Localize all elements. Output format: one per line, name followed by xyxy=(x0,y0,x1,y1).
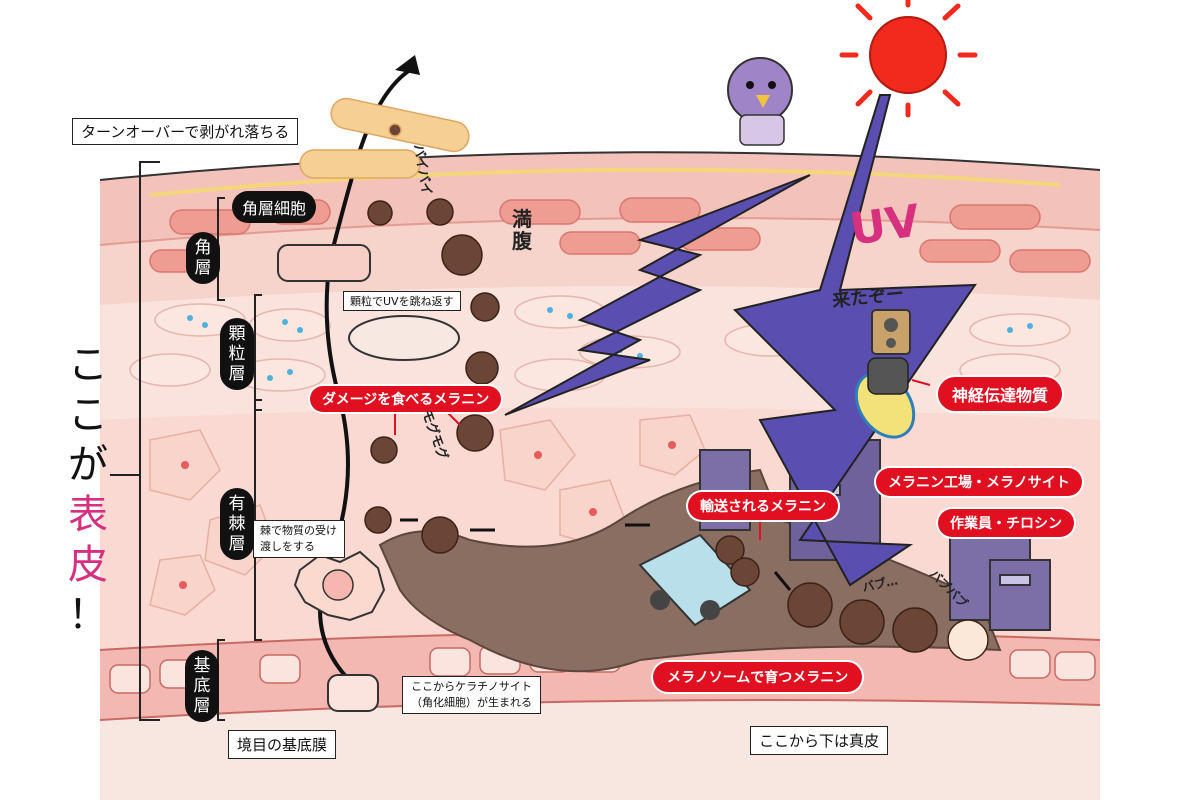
melanin-eating-label: ダメージを食べるメラニン xyxy=(310,386,502,412)
dermis-below-label: ここから下は真皮 xyxy=(750,726,889,755)
corneocyte-character xyxy=(277,244,371,282)
melanin-granules xyxy=(364,198,989,661)
epidermis-bracket xyxy=(139,161,160,721)
layer-corneum-label: 角層 xyxy=(186,232,220,284)
title-line1: ここが xyxy=(68,342,108,488)
shedding-cells xyxy=(299,97,470,179)
bird-character xyxy=(727,57,793,146)
melanin-melanosome-label: メラノソームで育つメラニン xyxy=(653,662,863,692)
corneocyte-label: 角層細胞 xyxy=(232,191,317,223)
lightning-small-icon xyxy=(504,174,811,416)
epidermis-title: ここが 表皮 ！ xyxy=(60,340,116,640)
layer-basale-label: 基底層 xyxy=(185,650,219,722)
title-tail: ！ xyxy=(68,592,108,638)
basal-character xyxy=(327,674,379,712)
transported-melanin-label: 輸送されるメラニン xyxy=(688,492,838,520)
keratinocyte-origin-label: ここからケラチノサイト （角化細胞）が生まれる xyxy=(402,676,541,714)
spines-label: 棘で物質の受け渡しをする xyxy=(253,520,345,558)
speaker-icon xyxy=(871,309,911,355)
neurotransmitter-label: 神経伝達物質 xyxy=(938,377,1063,411)
truck-icon xyxy=(638,533,752,627)
turnover-label: ターンオーバーで剥がれ落ちる xyxy=(72,118,299,145)
sfx-uv: UV xyxy=(846,195,923,256)
flow-arrows xyxy=(400,518,792,591)
arrow-icon xyxy=(395,55,420,75)
title-accent: 表皮 xyxy=(68,492,108,588)
sun-icon xyxy=(839,0,978,118)
granule-uv-label: 顆粒でUVを跳ね返す xyxy=(343,291,461,311)
keratinocyte-origin-line2: （角化細胞）が生まれる xyxy=(411,696,532,709)
layer-granulosum-label: 顆粒層 xyxy=(220,318,254,390)
worker-tyrosine-label: 作業員・チロシン xyxy=(938,509,1074,537)
melanin-factory-label: メラニン工場・メラノサイト xyxy=(876,468,1082,496)
granular-character xyxy=(348,315,460,361)
surfer xyxy=(867,357,909,395)
sfx-full: 満腹 xyxy=(512,207,532,253)
layer-spinosum-label: 有棘層 xyxy=(220,488,254,560)
basement-membrane-label: 境目の基底膜 xyxy=(228,730,337,759)
keratinocyte-origin-line1: ここからケラチノサイト xyxy=(411,680,532,693)
